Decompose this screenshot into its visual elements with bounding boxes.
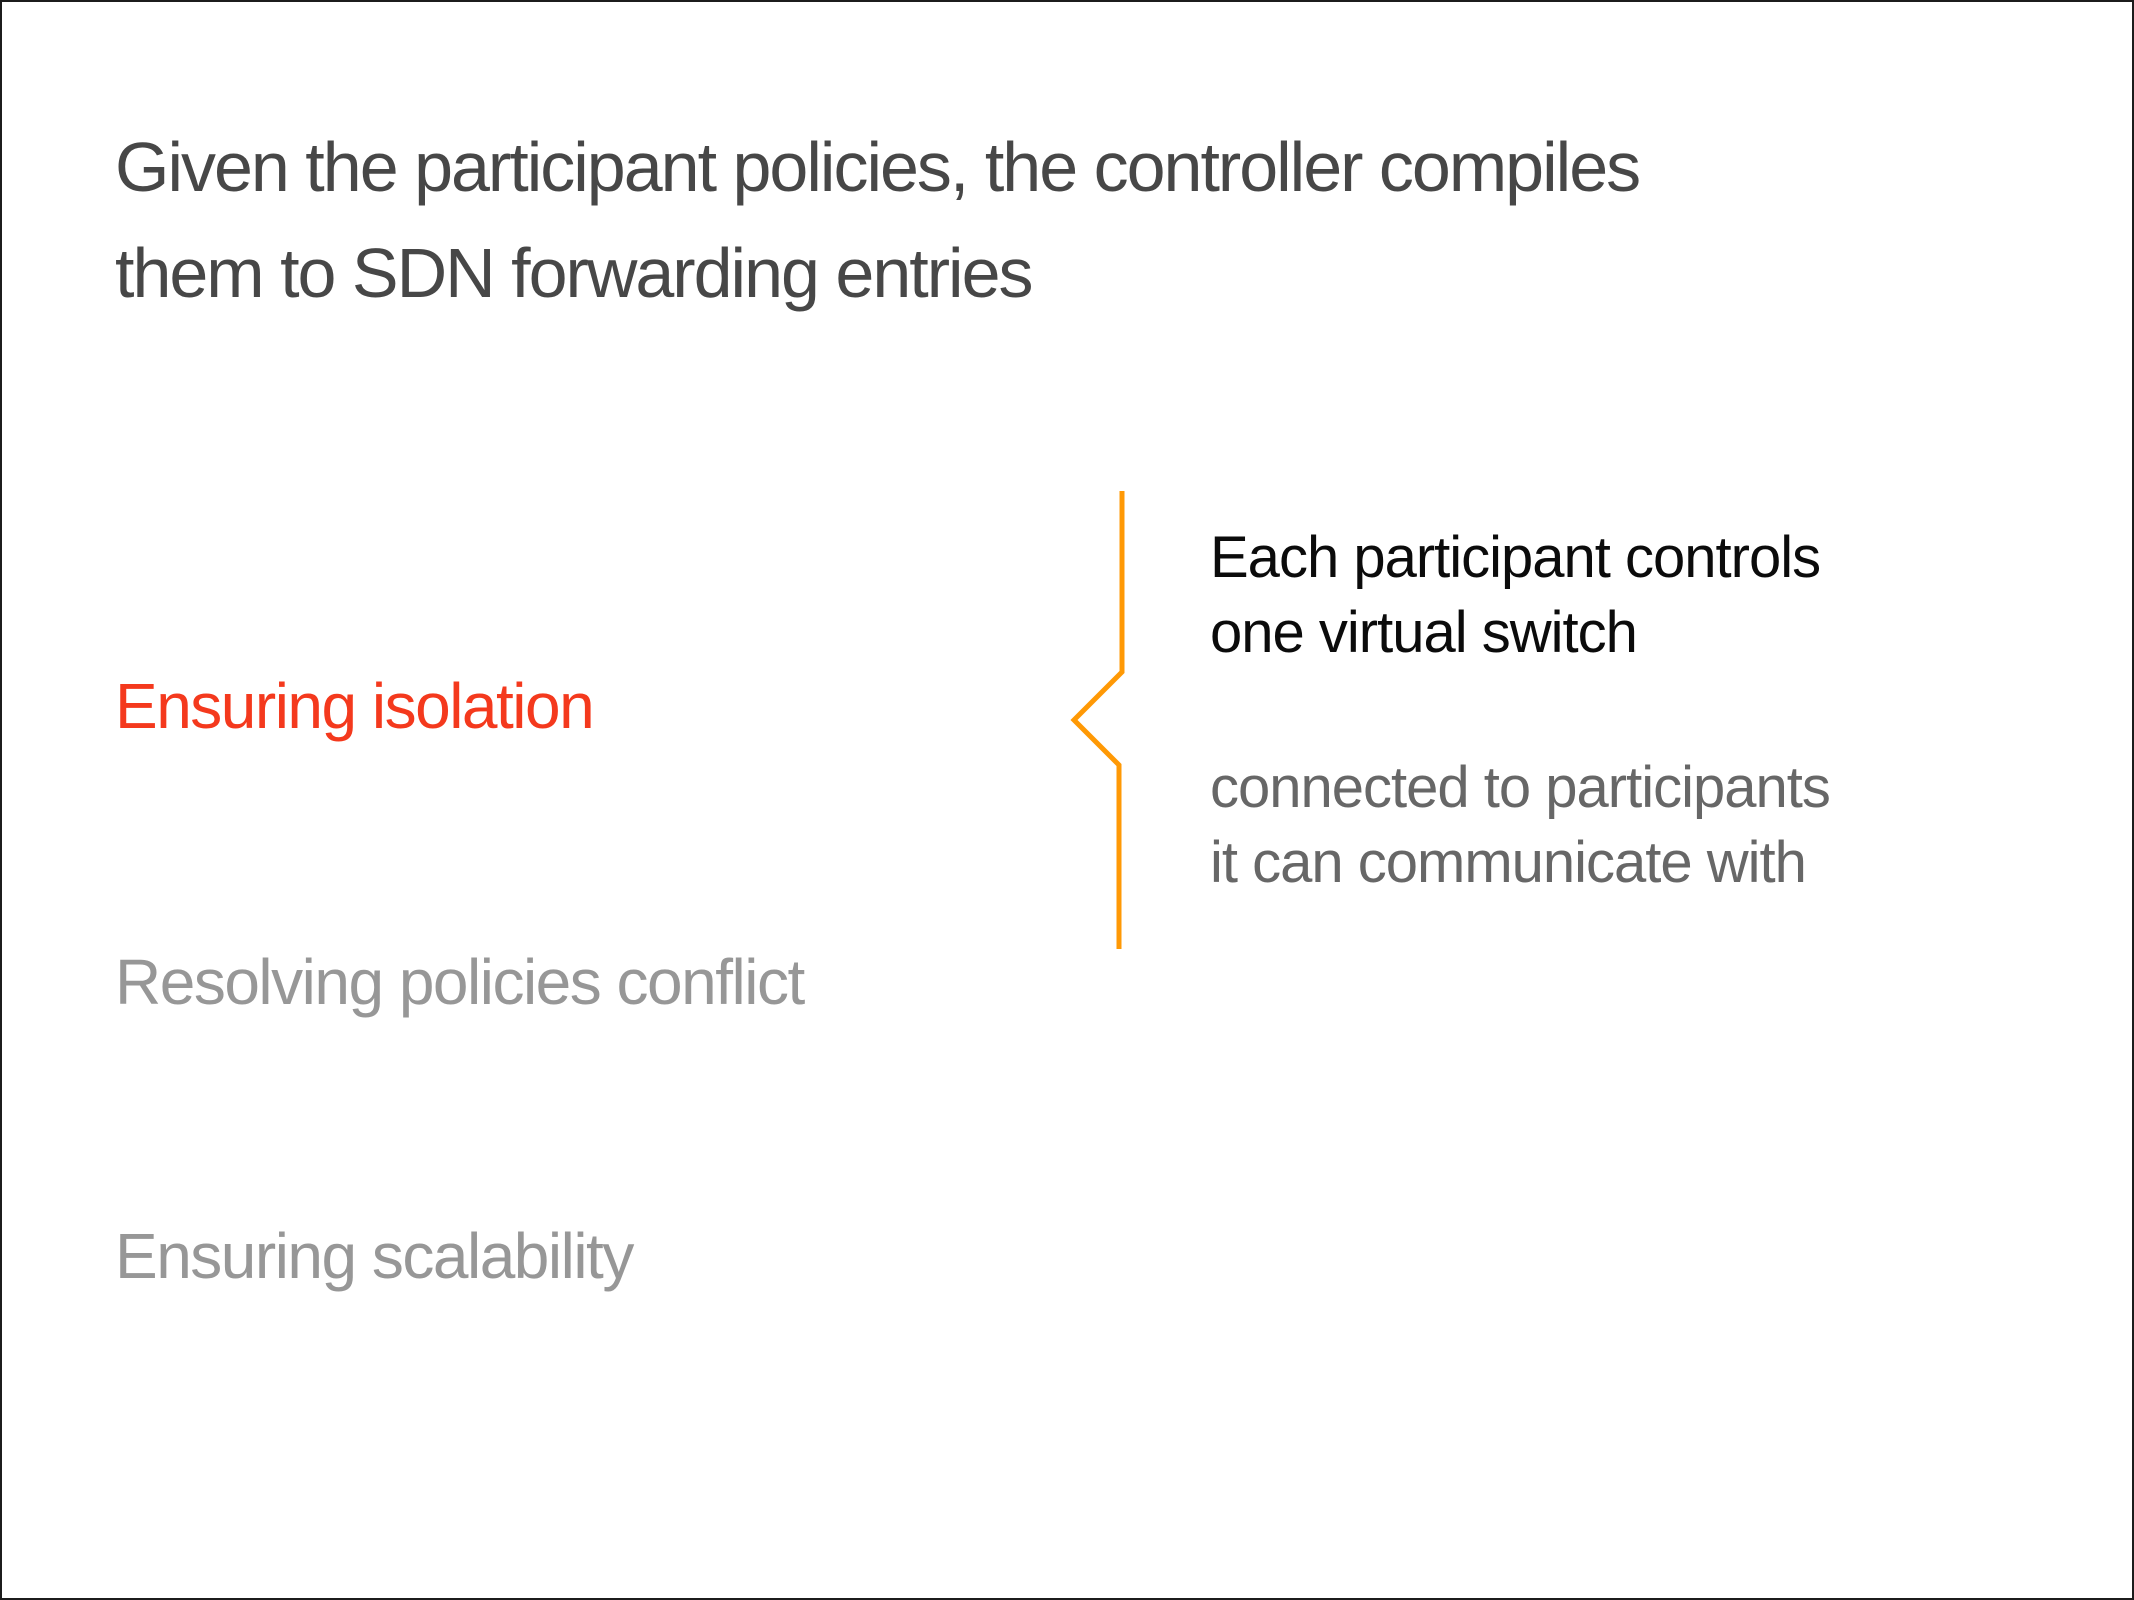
topic-ensuring-scalability: Ensuring scalability xyxy=(115,1220,634,1292)
annotation-secondary-line-2: it can communicate with xyxy=(1210,830,1807,895)
annotation-primary: Each participant controls one virtual sw… xyxy=(1210,520,1821,670)
annotation-secondary: connected to participants it can communi… xyxy=(1210,750,1831,900)
slide-title: Given the participant policies, the cont… xyxy=(115,114,1641,326)
topic-ensuring-isolation: Ensuring isolation xyxy=(115,670,595,742)
slide-title-line-2: them to SDN forwarding entries xyxy=(115,234,1034,312)
topic-resolving-policies-conflict: Resolving policies conflict xyxy=(115,946,805,1018)
annotation-primary-line-2: one virtual switch xyxy=(1210,600,1638,665)
annotation-secondary-line-1: connected to participants xyxy=(1210,755,1831,820)
slide-title-line-1: Given the participant policies, the cont… xyxy=(115,128,1641,206)
curly-brace-icon xyxy=(1070,491,1125,949)
annotation-primary-line-1: Each participant controls xyxy=(1210,525,1821,590)
